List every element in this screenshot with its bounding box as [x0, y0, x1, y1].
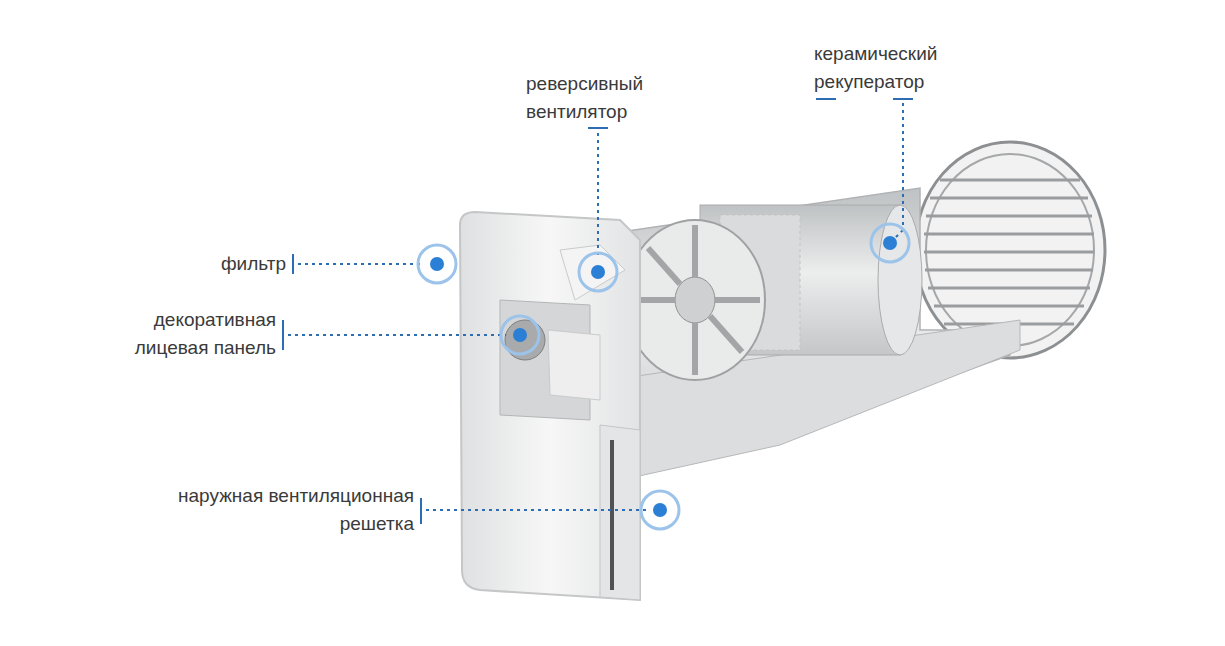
leader-lines: [283, 99, 913, 524]
reversible-fan: [625, 220, 765, 380]
part-label: фильтр: [120, 250, 286, 278]
part-label: декоративная лицевая панель: [106, 306, 276, 362]
part-label: керамический рекуператор: [814, 40, 984, 96]
part-label: реверсивный вентилятор: [526, 70, 686, 126]
front-panel: [460, 212, 640, 600]
callout-dots: [418, 224, 909, 529]
duct-tube: [600, 188, 1020, 478]
part-label: наружная вентиляционная решетка: [142, 482, 414, 538]
